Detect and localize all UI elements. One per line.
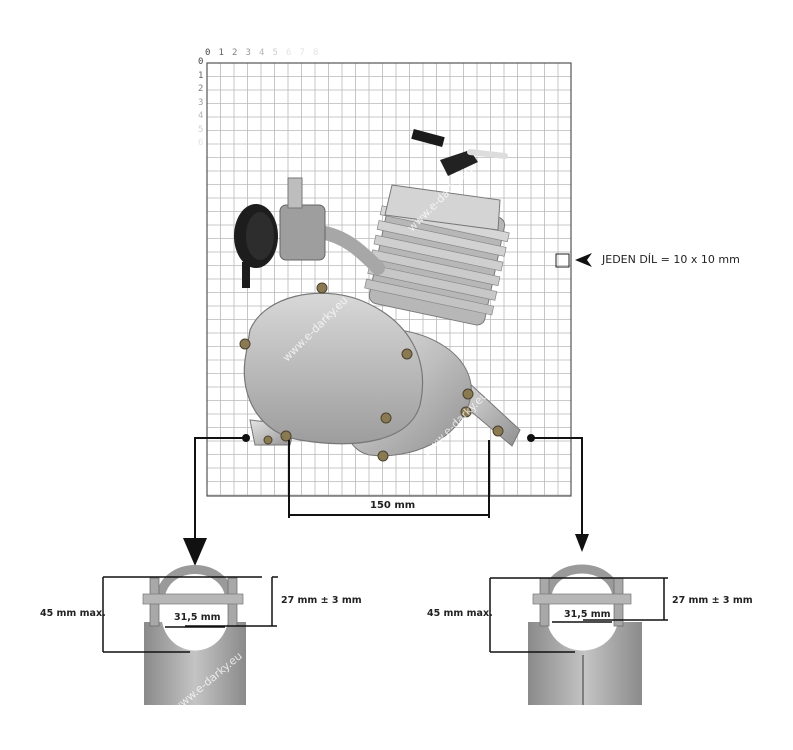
front-mount-leader (194, 437, 246, 545)
clamp-left-bolt-height: 27 mm ± 3 mm (281, 595, 362, 606)
spark-plug-cap (440, 150, 478, 176)
grid-scale-legend: JEDEN DÍL = 10 x 10 mm (602, 253, 740, 266)
grid-top-tick: 7 (299, 48, 305, 58)
grid-left-tick: 6 (198, 138, 204, 148)
clamp-right-max-height: 45 mm max. (427, 608, 493, 619)
carburetor-body (279, 204, 326, 261)
clamp-left-diameter: 31,5 mm (174, 612, 221, 623)
grid-legend-arrow (575, 253, 592, 267)
grid-top-tick: 8 (313, 48, 319, 58)
grid-top-tick: 6 (286, 48, 292, 58)
grid-top-tick: 5 (272, 48, 278, 58)
grid-left-tick: 2 (198, 84, 204, 94)
mount-arrows (183, 434, 589, 566)
grid-top-tick: 3 (245, 48, 251, 58)
cover-bolts (239, 282, 504, 462)
mount-spacing-label: 150 mm (370, 500, 416, 511)
grid-left-tick: 1 (198, 70, 204, 81)
carburetor-top (287, 177, 303, 209)
grid-top-tick: 4 (259, 48, 265, 58)
grid-border (206, 62, 572, 497)
clamp-right-saddle (528, 622, 642, 705)
clamp-right-diameter: 31,5 mm (564, 609, 611, 620)
engine-illustration (234, 129, 521, 462)
clamp-right (489, 564, 668, 705)
clamp-left-ubolt (155, 565, 235, 600)
intake-pipe (313, 225, 385, 275)
rear-mount-leader (531, 437, 583, 540)
clutch-cover (243, 292, 424, 445)
grid-top-tick: 0 (205, 48, 211, 58)
grid-top-tick: 1 (218, 48, 224, 58)
rear-arrowhead (575, 534, 589, 552)
grid-left-tick: 3 (198, 97, 204, 108)
grid-top-tick: 2 (232, 48, 238, 58)
spark-plug-lead (467, 149, 508, 159)
clamp-left (102, 565, 278, 705)
grid-left-tick: 0 (198, 57, 204, 67)
grid-left-tick: 4 (198, 111, 204, 121)
front-arrowhead (183, 538, 207, 566)
clamp-left-saddle (144, 622, 246, 705)
clamp-right-ubolt (542, 564, 622, 598)
cylinder-head (384, 184, 501, 231)
spacing-dimension (288, 440, 490, 518)
cylinder (364, 195, 510, 326)
clamp-right-bolt-height: 27 mm ± 3 mm (672, 595, 753, 606)
grid-legend-square (555, 253, 570, 268)
clamp-left-max-height: 45 mm max. (40, 608, 106, 619)
spark-plug-boot (411, 129, 445, 147)
grid-left-tick: 5 (198, 124, 204, 135)
